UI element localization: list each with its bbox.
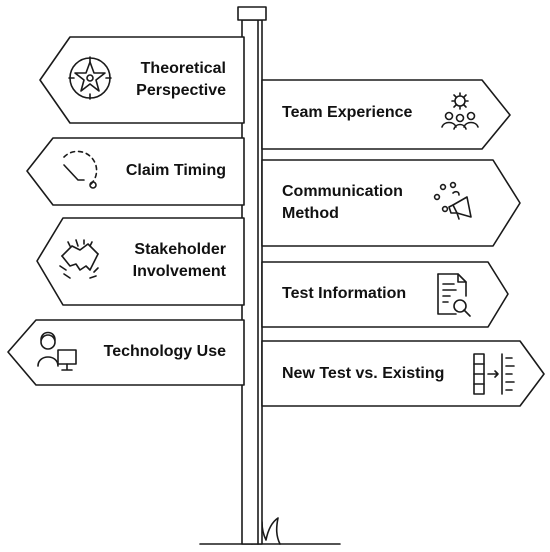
document-search-icon: [437, 273, 471, 317]
team-gear-icon: [441, 92, 479, 130]
sign-label-line: Claim Timing: [125, 162, 226, 179]
sign-label-new-test-vs-existing: New Test vs. Existing: [282, 363, 444, 385]
clock-icon: [63, 150, 98, 189]
sign-label-line: Involvement: [132, 263, 226, 280]
sign-label-claim-timing: Claim Timing: [126, 160, 226, 182]
sign-label-line: Team Experience: [282, 104, 413, 121]
sign-label-line: Stakeholder: [134, 241, 226, 258]
signpost-cap: [237, 6, 267, 21]
user-computer-icon: [37, 331, 77, 371]
sign-label-test-information: Test Information: [282, 283, 406, 305]
signpost-pole: [241, 19, 263, 545]
sign-label-line: Theoretical: [140, 60, 226, 77]
sign-label-line: Test Information: [282, 285, 407, 302]
sign-board-test-information: [261, 261, 509, 328]
sign-label-team-experience: Team Experience: [282, 102, 412, 124]
sign-board-communication-method: [261, 159, 521, 247]
handshake-icon: [59, 239, 99, 279]
sign-label-line: Communication: [282, 183, 403, 200]
sign-label-line: Technology Use: [103, 343, 226, 360]
sign-label-line: New Test vs. Existing: [282, 365, 445, 382]
compare-columns-icon: [473, 353, 515, 395]
sign-board-claim-timing: [26, 137, 245, 206]
sign-board-team-experience: [261, 79, 511, 150]
sign-label-line: Perspective: [136, 82, 226, 99]
sign-label-technology-use: Technology Use: [104, 341, 226, 363]
compass-star-icon: [68, 56, 112, 100]
sign-label-line: Method: [282, 205, 339, 222]
sign-board-stakeholder-involvement: [36, 217, 245, 306]
megaphone-icon: [433, 181, 472, 220]
